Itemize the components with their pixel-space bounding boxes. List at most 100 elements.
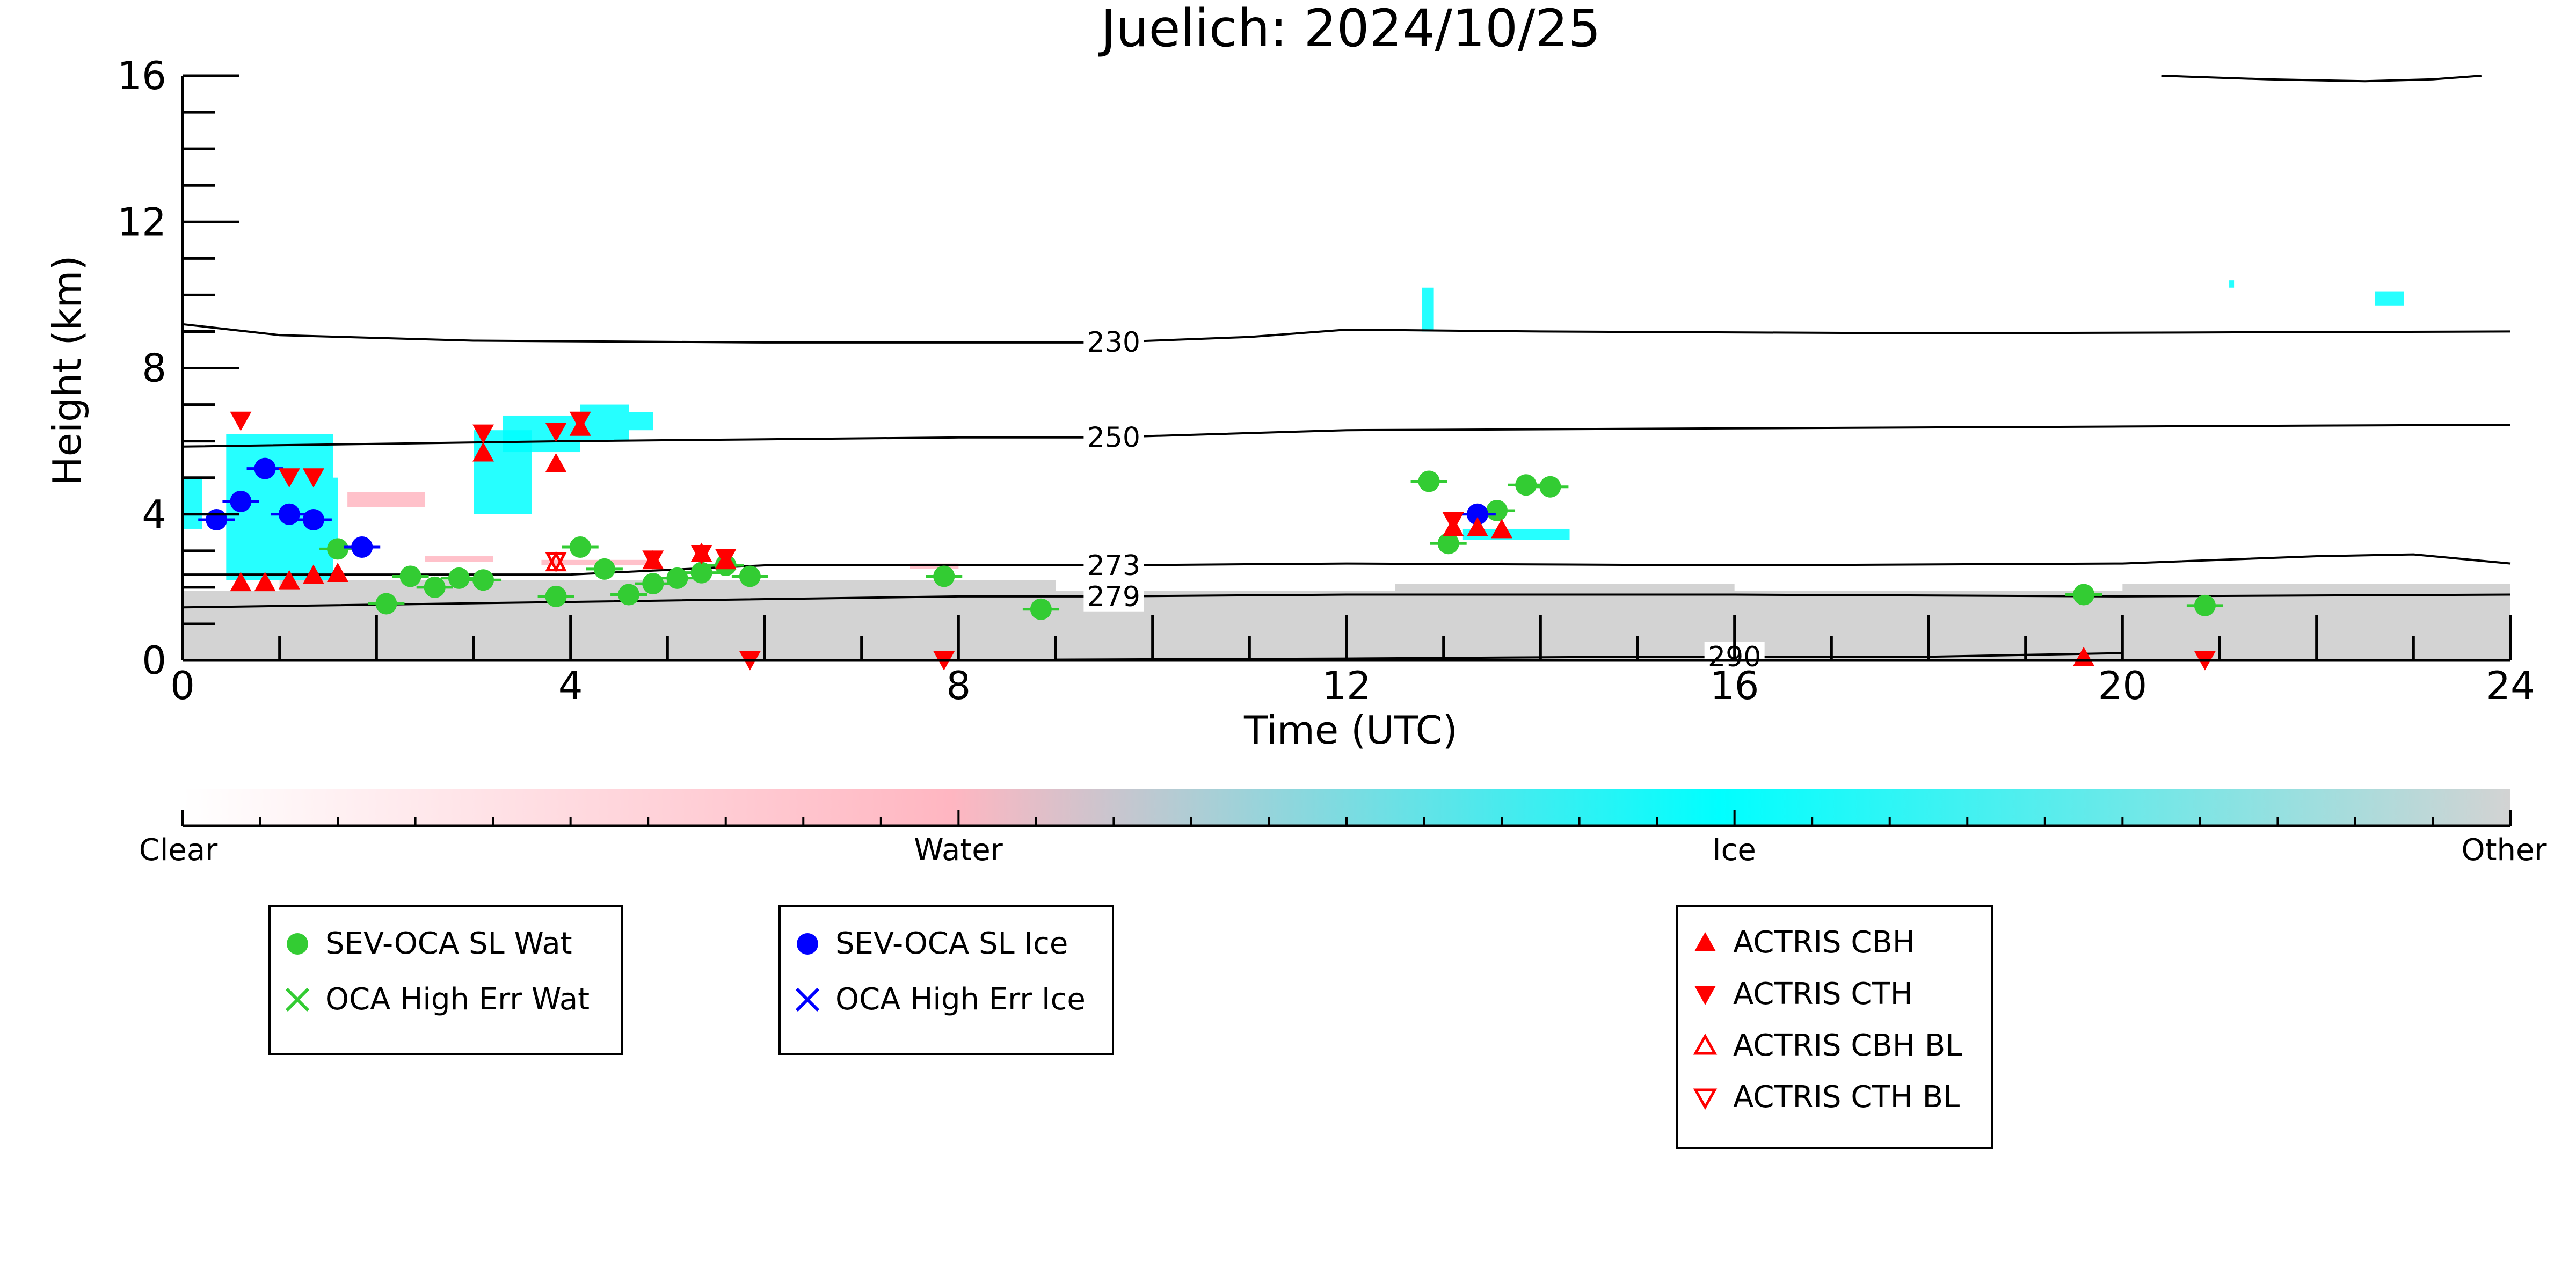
contour-label-bg [1083,581,1144,612]
legend-item-actris-cth: ACTRIS CTH [1689,977,1913,1012]
legend-label: ACTRIS CTH [1733,977,1913,1012]
contour-line [2161,75,2482,83]
point-sev-oca-sl-wat [2194,594,2216,616]
red-triangle-up-outline-icon [1693,1033,1718,1054]
green-x-icon [285,987,310,1012]
point-sev-oca-sl-wat [2073,584,2095,606]
legend-item-actris-cth-bl: ACTRIS CTH BL [1689,1080,1960,1115]
legend-item-sev-oca-wat: SEV-OCA SL Wat [281,926,572,961]
point-actris-cth [569,411,591,431]
point-sev-oca-sl-wat [1418,470,1440,492]
legend-label: ACTRIS CBH BL [1733,1028,1962,1063]
point-actris-cbh [1466,516,1488,536]
contour-line [182,323,2511,344]
red-triangle-up-icon [1694,932,1716,951]
point-sev-oca-sl-wat [593,558,615,580]
contour-label-bg [1083,550,1144,580]
cloud-region-ice [1462,528,1570,540]
contour-label: 279 [1087,581,1140,613]
cloud-region-other [1395,584,1735,591]
x-tick-label: 16 [1710,663,1759,708]
point-sev-oca-sl-ice [1466,503,1488,525]
legend-item-actris-cbh-bl: ACTRIS CBH BL [1689,1028,1962,1063]
contour-label: 230 [1087,326,1140,359]
contour-label-bg [1083,422,1144,453]
legend-label: SEV-OCA SL Ice [835,926,1068,961]
y-tick-label: 8 [142,346,166,391]
cloud-region-ice [629,412,653,431]
legend-label: OCA High Err Wat [325,982,590,1017]
x-tick-label: 12 [1322,663,1371,708]
x-axis-label: Time (UTC) [1243,708,1458,753]
point-sev-oca-sl-wat [545,585,567,607]
colorbar-label-water: Water [914,833,1003,868]
point-sev-oca-sl-wat [448,567,470,589]
point-actris-cbh [254,572,276,592]
point-actris-cbh [545,453,567,472]
point-sev-oca-sl-wat [690,562,712,584]
contour-line [182,424,2511,448]
point-sev-oca-sl-ice [351,536,373,558]
red-triangle-down-icon [1694,985,1716,1005]
cloud-region-other [2122,584,2510,591]
x-tick-label: 8 [946,663,971,708]
legend-label: SEV-OCA SL Wat [325,926,572,961]
legend-item-actris-cbh: ACTRIS CBH [1689,925,1915,960]
contour-line [1055,652,2123,661]
point-sev-oca-sl-wat [424,576,446,598]
contour-label-bg [1083,327,1144,358]
point-sev-oca-sl-wat [375,593,397,615]
point-sev-oca-sl-wat [1539,476,1561,498]
point-actris-cth [230,411,252,431]
point-sev-oca-sl-wat [1486,499,1508,521]
point-actris-cbh [278,570,300,590]
legend-water: SEV-OCA SL Wat OCA High Err Wat [268,905,623,1055]
x-tick-label: 4 [558,663,583,708]
point-actris-cbh [327,563,349,583]
chart-title: Juelich: 2024/10/25 [1098,0,1600,59]
red-triangle-down-outline-icon [1693,1088,1718,1110]
blue-circle-icon [797,933,818,955]
legend-item-sev-oca-ice: SEV-OCA SL Ice [791,926,1068,961]
y-tick-label: 0 [142,638,166,683]
point-actris-cth-bl [545,552,567,573]
point-actris-cth [545,423,567,442]
point-actris-cbh [230,572,252,592]
legend-actris: ACTRIS CBH ACTRIS CTH ACTRIS CBH BL ACTR… [1676,905,1993,1149]
point-sev-oca-sl-wat [472,569,494,591]
point-sev-oca-sl-ice [302,508,324,530]
point-sev-oca-sl-wat [327,538,349,560]
cloud-region-ice [2375,291,2404,306]
point-sev-oca-sl-ice [278,503,300,525]
point-sev-oca-sl-ice [206,508,228,530]
x-tick-label: 20 [2098,663,2148,708]
cloud-region-water [425,556,493,562]
legend-label: ACTRIS CBH [1733,925,1916,960]
point-sev-oca-sl-wat [569,536,591,558]
point-actris-cth [715,549,737,569]
point-sev-oca-sl-ice [230,490,252,512]
point-sev-oca-sl-wat [642,573,664,595]
point-sev-oca-sl-wat [618,584,640,606]
point-sev-oca-sl-wat [1437,533,1459,555]
point-actris-cth [278,468,300,488]
x-tick-label: 0 [170,663,195,708]
blue-x-icon [795,987,820,1012]
cloud-region-water [347,492,425,507]
colorbar-label-ice: Ice [1712,833,1756,868]
y-axis-label: Height (km) [45,256,90,486]
cloud-region-water [541,559,649,566]
contour-label: 250 [1087,421,1140,454]
cloud-region-ice [1422,287,1434,332]
legend-item-oca-err-ice: OCA High Err Ice [791,982,1086,1017]
point-sev-oca-sl-wat [1030,598,1052,620]
cloud-region-ice [183,477,202,529]
point-sev-oca-sl-ice [254,457,276,479]
colorbar-label-other: Other [2461,833,2547,868]
point-sev-oca-sl-wat [399,565,421,587]
contour-line [183,553,2511,576]
point-actris-cth [642,550,664,570]
point-sev-oca-sl-wat [739,565,761,587]
